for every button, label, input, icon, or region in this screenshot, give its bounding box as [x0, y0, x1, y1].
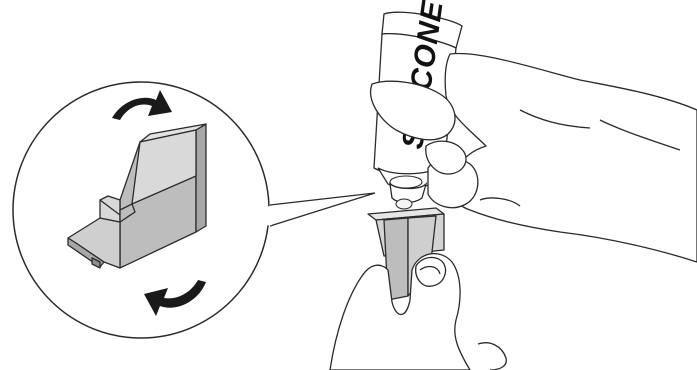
lower-hand	[330, 254, 506, 370]
silicone-bead	[396, 199, 412, 209]
callout-pointer	[270, 193, 375, 226]
bracket-side-face	[196, 124, 206, 232]
